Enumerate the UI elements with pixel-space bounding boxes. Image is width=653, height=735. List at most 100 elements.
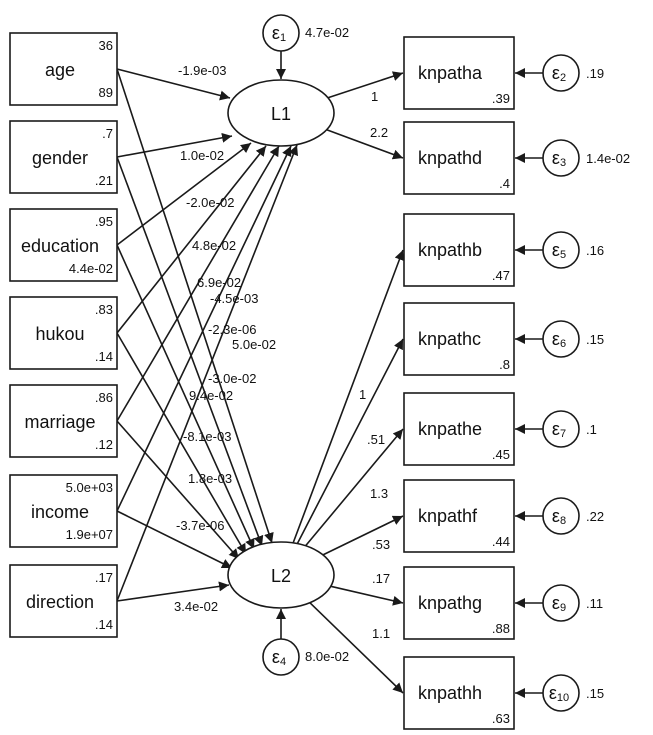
arrow-L2-knpathe [305, 428, 404, 547]
income-box [9, 474, 118, 548]
arrow-income-L1 [116, 145, 292, 512]
arrow-marriage-L2 [116, 420, 240, 560]
knpathf-box [403, 479, 515, 553]
indicator-knpathg: knpathg.88 [403, 566, 515, 640]
education-mean: .95 [95, 214, 113, 229]
L1-label: L1 [271, 104, 291, 124]
age-variance: 89 [99, 85, 113, 100]
coef-hukou-L1: 4.8e-02 [192, 238, 236, 253]
coef-direction-L1: -3.0e-02 [208, 371, 256, 386]
error-knpathd: ε3 [542, 139, 580, 177]
education-box [9, 208, 118, 282]
indicator-knpathd: knpathd.4 [403, 121, 515, 195]
arrow-L2-knpathf [322, 515, 404, 556]
gender-label: gender [32, 148, 88, 168]
indicator-knpathh: knpathh.63 [403, 656, 515, 730]
indicator-knpathf: knpathf .44 [403, 479, 515, 553]
indicator-knpathc: knpathc.8 [403, 302, 515, 376]
knpathe-label: knpathe [418, 419, 482, 439]
error-variance-knpathb: .16 [586, 243, 604, 258]
hukou-label: hukou [35, 324, 84, 344]
L1-ellipse [227, 79, 335, 147]
knpathb-box [403, 213, 515, 287]
error-variance-knpathh: .15 [586, 686, 604, 701]
knpatha-box [403, 36, 515, 110]
arrow-L2-knpathc [296, 338, 404, 544]
age-label: age [45, 60, 75, 80]
error-subscript: 1 [280, 32, 286, 44]
loading-knpathc: .51 [367, 432, 385, 447]
gender-variance: .21 [95, 173, 113, 188]
knpathb-label: knpathb [418, 240, 482, 260]
latent-L2: L2 [227, 541, 335, 609]
coef-direction-L2: 3.4e-02 [174, 599, 218, 614]
knpathe-intercept: .45 [492, 447, 510, 462]
error-subscript: 7 [560, 428, 566, 440]
loading-knpathf: .53 [372, 537, 390, 552]
e1-variance: 4.7e-02 [305, 25, 349, 40]
error-subscript: 4 [280, 656, 286, 668]
coef-education-L2: 9.4e-02 [189, 388, 233, 403]
arrow-education-L1 [116, 142, 252, 246]
marriage-box [9, 384, 118, 458]
error-knpathb: ε5 [542, 231, 580, 269]
arrow-marriage-L1 [116, 145, 280, 422]
age-mean: 36 [99, 38, 113, 53]
error-subscript: 9 [560, 602, 566, 614]
loading-knpathh: 1.1 [372, 626, 390, 641]
arrow-gender-L2 [116, 156, 264, 547]
knpathd-intercept: .4 [499, 176, 510, 191]
error-circle [542, 139, 580, 177]
marriage-label: marriage [24, 412, 95, 432]
error-variance-knpathd: 1.4e-02 [586, 151, 630, 166]
knpathf-label: knpathf [418, 506, 478, 526]
knpathg-label: knpathg [418, 593, 482, 613]
error-knpathe: ε7 [542, 410, 580, 448]
error-circle [542, 497, 580, 535]
arrow-L2-knpathg [330, 585, 404, 606]
error-subscript: 10 [557, 692, 569, 704]
marriage-mean: .86 [95, 390, 113, 405]
loading-knpatha: 1 [371, 89, 378, 104]
indicator-knpathb: knpathb .47 [403, 213, 515, 287]
error-circle [542, 584, 580, 622]
coef-income-L1: -2.3e-06 [208, 322, 256, 337]
loading-knpathe: 1.3 [370, 486, 388, 501]
arrow-L2-knpathh [309, 602, 404, 694]
coef-gender-L1: 1.0e-02 [180, 148, 224, 163]
age-box [9, 32, 118, 106]
arrow-L1-knpatha [327, 71, 404, 99]
knpathb-intercept: .47 [492, 268, 510, 283]
coef-education-L1: -2.0e-02 [186, 195, 234, 210]
latent-L1: L1 [227, 79, 335, 147]
indicator-knpathe: knpathe .45 [403, 392, 515, 466]
error-variance-knpathf: .22 [586, 509, 604, 524]
error-variance-knpathg: .11 [586, 596, 603, 611]
coef-gender-L2: 5.0e-02 [232, 337, 276, 352]
error-e4: ε4 [262, 638, 300, 676]
arrow-education-L2 [116, 244, 255, 550]
education-label: education [21, 236, 99, 256]
knpathc-intercept: .8 [499, 357, 510, 372]
error-knpathf: ε8 [542, 497, 580, 535]
error-knpatha: ε2 [542, 54, 580, 92]
loading-knpathg: .17 [372, 571, 390, 586]
path-coefficients: 4.7e-028.0e-02-1.9e-031.0e-02-2.0e-024.8… [174, 25, 630, 701]
knpathf-intercept: .44 [492, 534, 510, 549]
error-circle [542, 674, 580, 712]
coef-hukou-L2: -8.1e-03 [183, 429, 231, 444]
error-circle [262, 14, 300, 52]
knpathg-box [403, 566, 515, 640]
error-knpathg: ε9 [542, 584, 580, 622]
coef-age-L1: -1.9e-03 [178, 63, 226, 78]
hukou-mean: .83 [95, 302, 113, 317]
coef-marriage-L2: 1.8e-03 [188, 471, 232, 486]
error-subscript: 2 [560, 72, 566, 84]
error-e1: ε1 [262, 14, 300, 52]
path-arrows [116, 51, 543, 698]
